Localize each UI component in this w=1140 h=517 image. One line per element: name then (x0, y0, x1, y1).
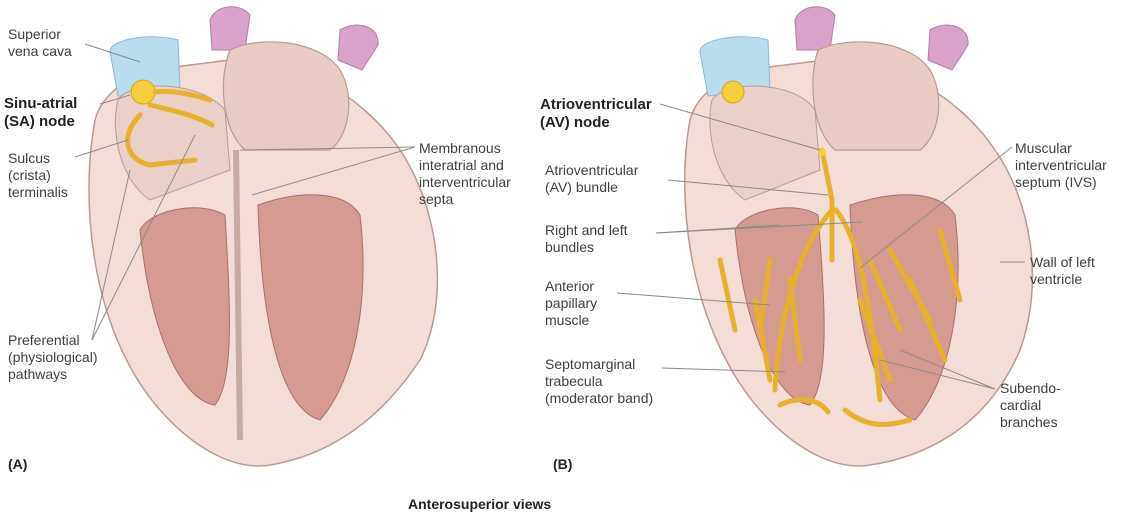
pulmonary-trunk-b (927, 24, 969, 71)
label-wall-left-ventricle: Wall of left ventricle (1030, 254, 1095, 287)
ascending-aorta-a (222, 41, 350, 151)
left-ventricle-a (257, 194, 364, 421)
label-superior-vena-cava: Superior vena cava (8, 26, 72, 59)
pulmonary-trunk-a (337, 24, 379, 71)
panel-a-heart (88, 6, 439, 467)
aortic-arch-b (794, 6, 836, 51)
right-bundle-path (772, 207, 835, 393)
label-av-node: Atrioventricular (AV) node (540, 96, 652, 131)
label-av-bundle: Atrioventricular (AV) bundle (545, 162, 639, 195)
av-node-b (818, 148, 826, 156)
label-preferential-pathways: Preferential (physiological) pathways (8, 332, 98, 382)
right-ventricle-a (139, 207, 230, 406)
label-sa-node: Sinu-atrial (SA) node (4, 95, 78, 130)
label-sulcus-terminalis: Sulcus (crista) terminalis (8, 150, 68, 200)
panel-b-letter: (B) (553, 456, 573, 472)
left-bundle-path (833, 207, 883, 403)
preferential-pathway-arrows (125, 89, 215, 168)
label-muscular-ivs: Muscular interventricular septum (IVS) (1015, 140, 1107, 190)
figure-caption: Anterosuperior views (408, 496, 552, 512)
av-bundle-path (819, 147, 835, 263)
leader-lines (74, 43, 1025, 390)
septum-a (233, 149, 243, 441)
label-subendocardial-branches: Subendo- cardial branches (1000, 380, 1061, 430)
sa-node-a (130, 79, 156, 105)
sa-node-b (721, 80, 745, 104)
superior-vena-cava-a (109, 36, 181, 97)
label-septomarginal-trabecula: Septomarginal trabecula (moderator band) (545, 356, 654, 406)
label-anterior-papillary-muscle: Anterior papillary muscle (545, 278, 598, 328)
panel-a-letter: (A) (8, 456, 28, 472)
conduction-system (717, 147, 963, 427)
panel-b-heart (683, 6, 1034, 467)
ascending-aorta-b (812, 41, 940, 151)
superior-vena-cava-b (699, 36, 771, 97)
label-bundles: Right and left bundles (545, 222, 628, 255)
label-membranous-septa: Membranous interatrial and interventricu… (419, 140, 511, 207)
aortic-arch-a (209, 6, 251, 51)
